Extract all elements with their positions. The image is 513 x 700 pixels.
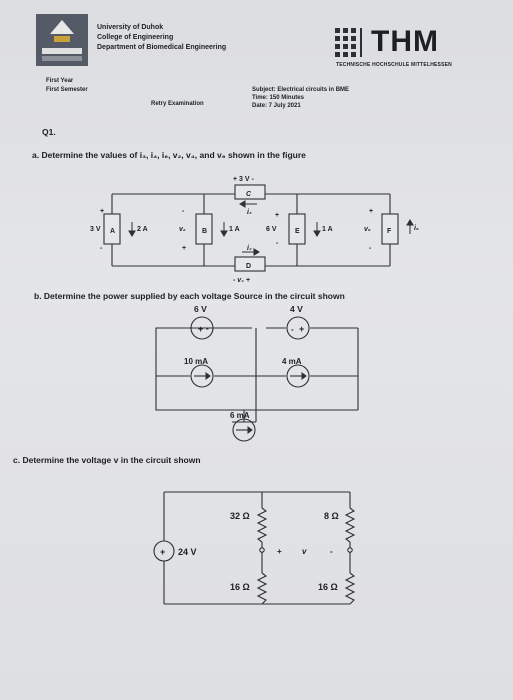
a-current-label: 2 A	[137, 226, 148, 233]
box-f-label: F	[387, 228, 392, 235]
current-6ma-label: 6 mA	[230, 411, 250, 420]
svg-text:+: +	[369, 208, 373, 215]
source-4v-label: 4 V	[290, 304, 303, 314]
v-minus-label: -	[330, 547, 333, 556]
thm-logo-text: THM	[371, 25, 439, 58]
e-current-label: 1 A	[322, 226, 333, 233]
resistor-8-label: 8 Ω	[324, 511, 339, 521]
svg-text:+: +	[160, 547, 165, 557]
i4-label: i₄	[247, 245, 252, 252]
svg-text:-: -	[182, 208, 185, 215]
college-name: College of Engineering	[97, 34, 174, 41]
semester-label: First Semester	[46, 87, 88, 93]
a-voltage-label: 3 V	[90, 226, 101, 233]
department-name: Department of Biomedical Engineering	[97, 44, 227, 51]
thm-subtitle: TECHNISCHE HOCHSCHULE MITTELHESSEN	[336, 62, 452, 68]
source-6v-label: 6 V	[194, 304, 207, 314]
svg-text:+: +	[182, 245, 186, 252]
v6-label: v₆	[364, 226, 371, 233]
resistor-16a-label: 16 Ω	[230, 582, 250, 592]
v-label: v	[302, 547, 307, 556]
year-label: First Year	[46, 78, 74, 84]
question-part-a: a. Determine the values of i₃, i₄, i₆, v…	[32, 150, 306, 160]
question-part-c: c. Determine the voltage v in the circui…	[13, 455, 201, 465]
subject-label: Subject: Electrical circuits in BME	[252, 87, 350, 93]
svg-text:-: -	[206, 324, 209, 333]
i3-label: i₃	[247, 209, 252, 216]
time-label: Time: 150 Minutes	[252, 95, 304, 101]
v2-label: v₂	[179, 226, 186, 233]
svg-text:-: -	[100, 245, 103, 252]
exam-type: Retry Examination	[151, 101, 204, 107]
thm-grid-icon	[335, 28, 362, 57]
svg-text:+: +	[275, 212, 279, 219]
svg-text:-: -	[291, 325, 294, 334]
svg-text:-: -	[276, 240, 279, 247]
resistor-32-label: 32 Ω	[230, 511, 250, 521]
question-number: Q1.	[42, 127, 56, 137]
v4-label: - v₄ +	[233, 277, 250, 284]
svg-text:+: +	[299, 324, 304, 334]
box-e-label: E	[295, 228, 300, 235]
current-10ma-label: 10 mA	[184, 357, 208, 366]
box-a-label: A	[110, 228, 115, 235]
i6-label: i₆	[414, 225, 419, 232]
question-part-b: b. Determine the power supplied by each …	[34, 291, 345, 301]
b-current-label: 1 A	[229, 226, 240, 233]
c-voltage-label: + 3 V -	[233, 176, 254, 183]
university-logo-icon	[36, 14, 88, 66]
svg-text:+: +	[198, 324, 203, 334]
circuit-a-diagram: A B C D E F + 3 V - + 3 V - 2 A - v₂ + 1…	[90, 176, 419, 284]
e-voltage-label: 6 V	[266, 226, 277, 233]
date-label: Date: 7 July 2021	[252, 103, 301, 109]
resistor-16b-label: 16 Ω	[318, 582, 338, 592]
v-plus-label: +	[277, 547, 282, 556]
circuit-c-diagram: + 24 V 32 Ω 8 Ω 16 Ω 16 Ω + v -	[153, 491, 356, 605]
current-4ma-label: 4 mA	[282, 357, 302, 366]
source-24v-label: 24 V	[178, 547, 197, 557]
svg-text:-: -	[369, 245, 372, 252]
box-b-label: B	[202, 228, 207, 235]
university-name: University of Duhok	[97, 24, 164, 31]
svg-text:+: +	[100, 208, 104, 215]
box-c-label: C	[246, 191, 252, 198]
circuit-b-diagram: + - - + 6 V 4 V 10 mA 4 mA 6 mA	[155, 304, 359, 442]
box-d-label: D	[246, 263, 251, 270]
